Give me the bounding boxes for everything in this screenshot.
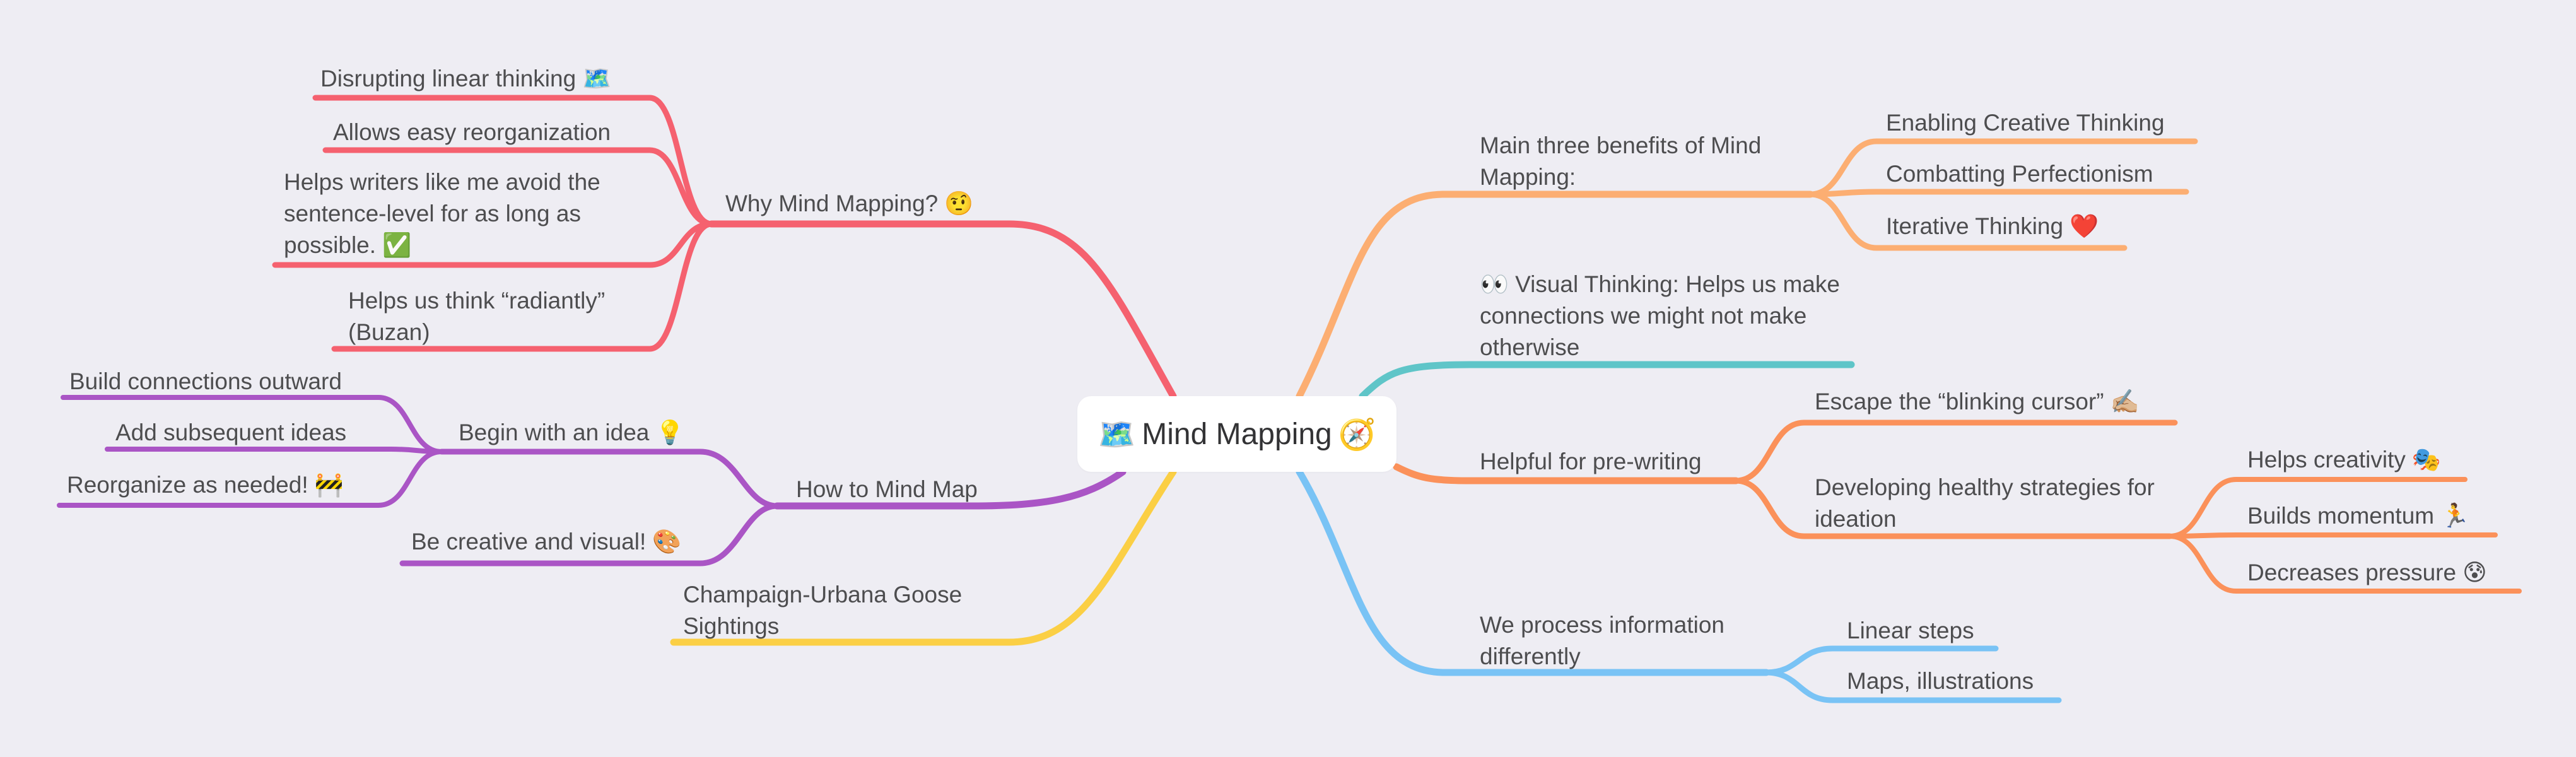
- compass-icon: 🧭: [1338, 418, 1376, 452]
- topic-label: Why Mind Mapping?: [725, 191, 939, 216]
- topic-goose-sightings[interactable]: Champaign-Urbana Goose Sightings: [683, 579, 1011, 642]
- topic-label: How to Mind Map: [796, 476, 978, 502]
- subtopic-iterative-thinking[interactable]: Iterative Thinking❤️: [1886, 211, 2099, 242]
- subtopic-label: Enabling Creative Thinking: [1886, 110, 2165, 136]
- leaf-label: Builds momentum: [2247, 503, 2435, 529]
- subtopic-allows-easy-reorganization[interactable]: Allows easy reorganization: [333, 117, 611, 148]
- connector-how-begin: [438, 449, 780, 509]
- writing-hand-icon: ✍🏼: [2110, 389, 2140, 414]
- subtopic-label: Helps writers like me avoid the sentence…: [284, 169, 600, 258]
- runner-icon: 🏃: [2440, 503, 2470, 529]
- artist-palette-icon: 🎨: [652, 529, 682, 555]
- connector-goose: [670, 468, 1177, 646]
- light-bulb-icon: 💡: [655, 420, 685, 445]
- connector-strategies: [1733, 478, 2173, 539]
- central-topic[interactable]: 🗺️ Mind Mapping 🧭: [1077, 396, 1396, 472]
- leaf-builds-momentum[interactable]: Builds momentum🏃: [2247, 500, 2469, 532]
- leaf-label: Build connections outward: [69, 368, 342, 394]
- connector-visual: [1359, 361, 1855, 400]
- topic-label: Main three benefits of Mind Mapping:: [1480, 132, 1762, 190]
- topic-main-three-benefits[interactable]: Main three benefits of Mind Mapping:: [1480, 130, 1808, 193]
- connector-prewriting: [1393, 463, 1740, 484]
- leaf-helps-creativity[interactable]: Helps creativity🎭: [2247, 444, 2441, 476]
- subtopic-combatting-perfectionism[interactable]: Combatting Perfectionism: [1886, 158, 2153, 190]
- connector-process-2: [1763, 669, 2062, 703]
- subtopic-begin-with-an-idea[interactable]: Begin with an idea💡: [459, 417, 684, 449]
- construction-icon: 🚧: [314, 472, 344, 498]
- connector-why: [708, 220, 1177, 400]
- subtopic-escape-blinking-cursor[interactable]: Escape the “blinking cursor”✍🏼: [1815, 386, 2140, 418]
- topic-how-to-mind-map[interactable]: How to Mind Map: [796, 474, 978, 505]
- subtopic-label: Helps us think “radiantly” (Buzan): [348, 288, 606, 345]
- topic-visual-thinking[interactable]: 👀Visual Thinking: Helps us make connecti…: [1480, 269, 1858, 363]
- subtopic-be-creative[interactable]: Be creative and visual!🎨: [411, 526, 681, 558]
- subtopic-label: Linear steps: [1847, 618, 1974, 643]
- leaf-label: Add subsequent ideas: [115, 420, 347, 445]
- subtopic-label: Begin with an idea: [459, 420, 650, 445]
- anxious-face-icon: 😰: [2462, 560, 2487, 585]
- subtopic-label: Allows easy reorganization: [333, 119, 611, 145]
- subtopic-enabling-creative-thinking[interactable]: Enabling Creative Thinking: [1886, 107, 2165, 139]
- connector-escape: [1733, 420, 2178, 484]
- connector-strat-2: [2167, 532, 2498, 539]
- connector-why-2: [322, 147, 715, 227]
- subtopic-label: Maps, illustrations: [1847, 668, 2034, 694]
- topic-label: Visual Thinking: Helps us make connectio…: [1480, 271, 1840, 360]
- leaf-label: Helps creativity: [2247, 447, 2406, 472]
- connector-strat-1: [2167, 477, 2468, 539]
- subtopic-label: Be creative and visual!: [411, 529, 647, 555]
- subtopic-think-radiantly[interactable]: Helps us think “radiantly” (Buzan): [348, 285, 651, 348]
- raised-eyebrow-face-icon: 🤨: [944, 191, 974, 216]
- eyes-icon: 👀: [1480, 271, 1509, 297]
- topic-label: Helpful for pre-writing: [1480, 449, 1702, 474]
- connector-how: [773, 468, 1127, 510]
- connector-benefits: [1296, 191, 1814, 400]
- topic-label: Champaign-Urbana Goose Sightings: [683, 582, 963, 639]
- subtopic-label: Disrupting linear thinking: [320, 66, 577, 91]
- subtopic-developing-healthy-strategies[interactable]: Developing healthy strategies for ideati…: [1815, 472, 2168, 535]
- connector-strat-3: [2167, 534, 2522, 594]
- map-icon: 🗺️: [582, 66, 612, 91]
- subtopic-maps-illustrations[interactable]: Maps, illustrations: [1847, 666, 2034, 697]
- leaf-label: Decreases pressure: [2247, 560, 2457, 585]
- topic-helpful-for-pre-writing[interactable]: Helpful for pre-writing: [1480, 446, 1702, 478]
- leaf-label: Reorganize as needed!: [67, 472, 308, 498]
- leaf-decreases-pressure[interactable]: Decreases pressure😰: [2247, 557, 2487, 589]
- topic-why-mind-mapping[interactable]: Why Mind Mapping?🤨: [725, 188, 973, 220]
- topic-label: We process information differently: [1480, 612, 1724, 669]
- subtopic-helps-writers[interactable]: Helps writers like me avoid the sentence…: [284, 167, 650, 261]
- connector-benefits-3: [1807, 191, 2128, 251]
- subtopic-label: Escape the “blinking cursor”: [1815, 389, 2104, 414]
- leaf-reorganize-as-needed[interactable]: Reorganize as needed!🚧: [67, 469, 344, 501]
- map-icon: 🗺️: [1098, 418, 1136, 452]
- connector-begin-3: [57, 449, 444, 508]
- subtopic-label: Combatting Perfectionism: [1886, 161, 2153, 187]
- connector-how-creative: [399, 503, 780, 566]
- subtopic-label: Developing healthy strategies for ideati…: [1815, 474, 2155, 532]
- connector-process: [1296, 468, 1770, 676]
- connector-begin-2: [105, 447, 444, 454]
- subtopic-linear-steps[interactable]: Linear steps: [1847, 615, 1974, 647]
- subtopic-disrupting-linear-thinking[interactable]: Disrupting linear thinking🗺️: [320, 63, 611, 95]
- connector-why-4: [331, 221, 715, 352]
- connector-benefits-2: [1807, 189, 2189, 197]
- leaf-add-subsequent-ideas[interactable]: Add subsequent ideas: [115, 417, 346, 449]
- check-mark-icon: ✅: [382, 232, 412, 258]
- leaf-build-connections[interactable]: Build connections outward: [69, 366, 342, 397]
- performing-arts-icon: 🎭: [2411, 447, 2441, 472]
- topic-we-process-information[interactable]: We process information differently: [1480, 609, 1770, 672]
- central-topic-title: Mind Mapping: [1142, 417, 1332, 451]
- heart-icon: ❤️: [2070, 213, 2099, 239]
- subtopic-label: Iterative Thinking: [1886, 213, 2064, 239]
